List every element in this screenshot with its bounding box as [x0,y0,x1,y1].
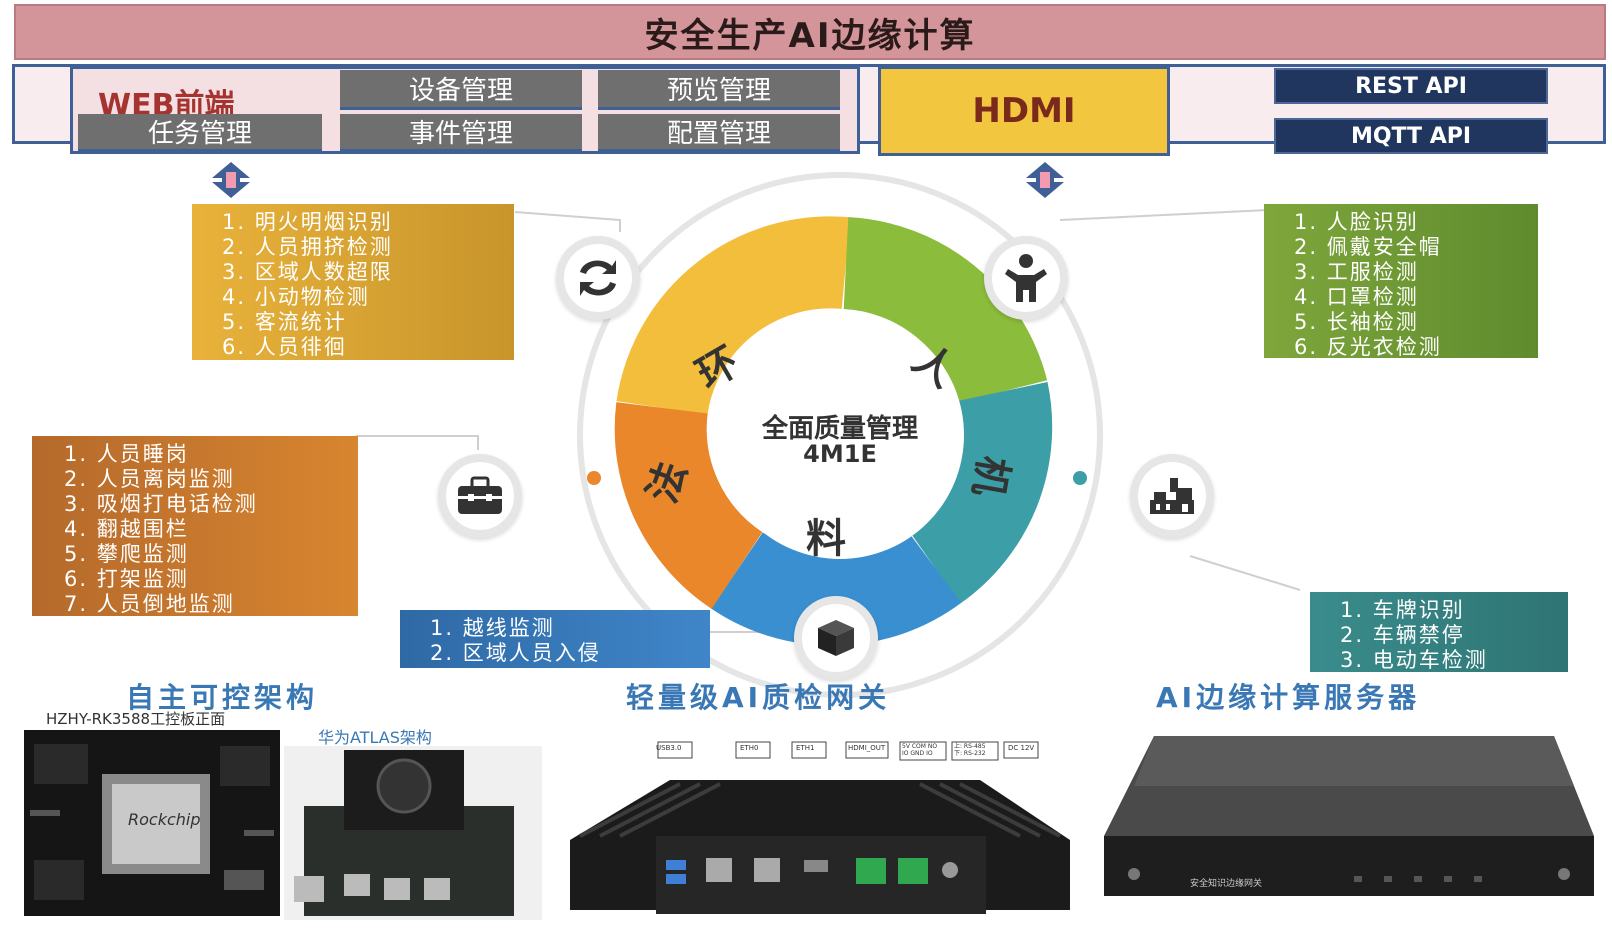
method-list: 1. 人员睡岗 2. 人员离岗监测 3. 吸烟打电话检测 4. 翻越围栏 5. … [32,436,358,616]
list-item: 6. 人员徘徊 [222,335,347,359]
list-item: 1. 越线监测 [430,616,555,640]
list-item: 6. 反光衣检测 [1294,335,1442,359]
mqtt-api-box: MQTT API [1274,118,1548,154]
rest-api-box: REST API [1274,68,1548,104]
device-management-button[interactable]: 设备管理 [340,70,582,110]
task-management-button[interactable]: 任务管理 [78,114,322,152]
section-title-server: AI边缘计算服务器 [1156,681,1421,714]
list-item: 3. 区域人数超限 [222,260,393,284]
segment-label-material: 料 [806,516,846,562]
center-subtitle: 4M1E [803,440,877,468]
double-arrow-icon [212,162,250,198]
list-item: 2. 车辆禁停 [1340,623,1465,647]
center-title: 全面质量管理 [761,414,918,444]
env-list: 1. 明火明烟识别 2. 人员拥挤检测 3. 区域人数超限 4. 小动物检测 5… [192,204,514,360]
list-item: 5. 长袖检测 [1294,310,1419,334]
recycle-icon [556,236,640,320]
page-title: 安全生产AI边缘计算 [14,4,1606,60]
preview-management-button[interactable]: 预览管理 [598,70,840,110]
list-item: 1. 车牌识别 [1340,598,1465,622]
list-item: 2. 人员离岗监测 [64,467,235,491]
list-item: 2. 佩戴安全帽 [1294,235,1442,259]
rk3588-board-image: Rockchip [24,730,280,916]
person-icon [984,236,1068,320]
list-item: 4. 小动物检测 [222,285,370,309]
event-management-button[interactable]: 事件管理 [340,114,582,152]
list-item: 5. 攀爬监测 [64,542,189,566]
hdmi-box: HDMI [878,66,1170,156]
list-item: 2. 区域人员入侵 [430,641,601,665]
port-label: HDMI_OUT [848,744,886,752]
double-arrow-icon [1026,162,1064,198]
board-caption: HZHY-RK3588工控板正面 [46,710,226,728]
list-item: 3. 电动车检测 [1340,648,1488,672]
list-item: 1. 明火明烟识别 [222,210,393,234]
atlas-board-image [284,746,542,920]
gateway-device-image: USB3.0 ETH0 ETH1 HDMI_OUT 5V COM NO IO G… [560,740,1080,916]
list-item: 1. 人脸识别 [1294,210,1419,234]
port-label: ETH1 [796,744,815,752]
section-title-autonomous: 自主可控架构 [126,681,319,714]
port-label: 上: RS-485 下: RS-232 [954,743,986,757]
list-item: 6. 打架监测 [64,567,189,591]
list-item: 2. 人员拥挤检测 [222,235,393,259]
list-item: 1. 人员睡岗 [64,442,189,466]
port-label: ETH0 [740,744,759,752]
atlas-caption: 华为ATLAS架构 [318,728,432,747]
port-label: 5V COM NO IO GND IO [902,743,938,757]
cube-icon [794,596,878,680]
machine-list: 1. 车牌识别 2. 车辆禁停 3. 电动车检测 [1310,592,1568,672]
server-label: 安全知识边缘网关 [1190,879,1263,889]
list-item: 3. 工服检测 [1294,260,1419,284]
list-item: 4. 翻越围栏 [64,517,189,541]
person-list: 1. 人脸识别 2. 佩戴安全帽 3. 工服检测 4. 口罩检测 5. 长袖检测… [1264,204,1538,359]
list-item: 3. 吸烟打电话检测 [64,492,258,516]
list-item: 4. 口罩检测 [1294,285,1419,309]
toolbox-icon [438,454,522,538]
port-label: DC 12V [1008,744,1035,752]
section-title-gateway: 轻量级AI质检网关 [626,681,891,714]
edge-server-image: 安全知识边缘网关 [1094,726,1600,916]
chip-label: Rockchip [128,810,201,829]
list-item: 5. 客流统计 [222,310,347,334]
config-management-button[interactable]: 配置管理 [598,114,840,152]
material-list: 1. 越线监测 2. 区域人员入侵 [400,610,710,668]
port-label: USB3.0 [656,744,682,752]
list-item: 7. 人员倒地监测 [64,592,235,616]
factory-icon [1130,454,1214,538]
